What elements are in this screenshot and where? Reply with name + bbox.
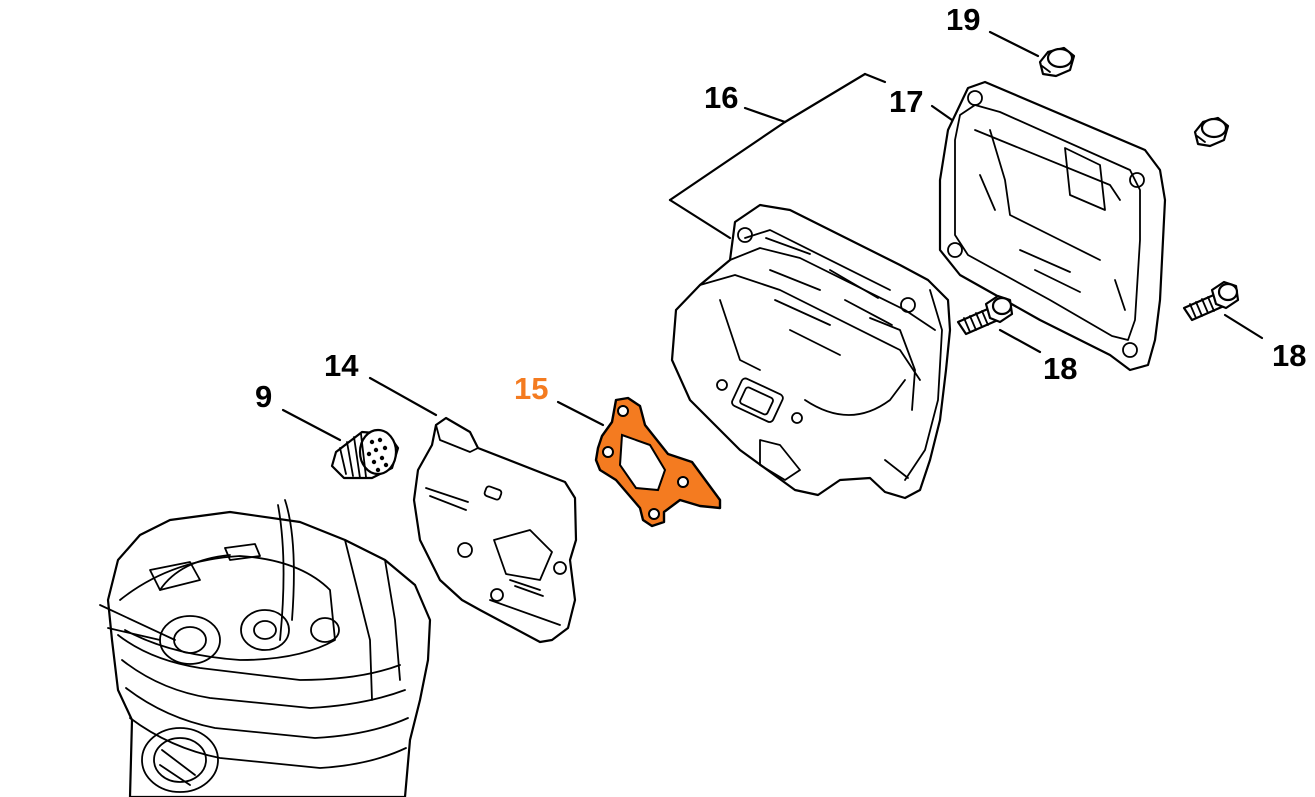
- part-18-screw-left: [956, 294, 1014, 336]
- part-17-muffler-cover: [938, 80, 1167, 372]
- part-16-muffler-body: [670, 203, 952, 500]
- callout-19: 19: [946, 2, 980, 37]
- part-15-gasket: [594, 396, 722, 528]
- callout-18-left: 18: [1043, 351, 1077, 386]
- callout-15: 15: [514, 371, 548, 406]
- callout-14: 14: [324, 348, 359, 383]
- callout-18-right: 18: [1272, 338, 1306, 373]
- part-18-screw-right: [1182, 280, 1240, 322]
- part-14-heat-shield: [412, 416, 578, 644]
- callout-9: 9: [255, 379, 272, 414]
- part-9-screen: [330, 428, 400, 480]
- callout-17: 17: [889, 84, 923, 119]
- leader-lines: [281, 30, 1264, 442]
- callout-16: 16: [704, 80, 738, 115]
- part-19-bolt-right: [1193, 116, 1230, 148]
- part-19-bolt-top: [1038, 46, 1076, 78]
- cylinder-part: [99, 499, 432, 797]
